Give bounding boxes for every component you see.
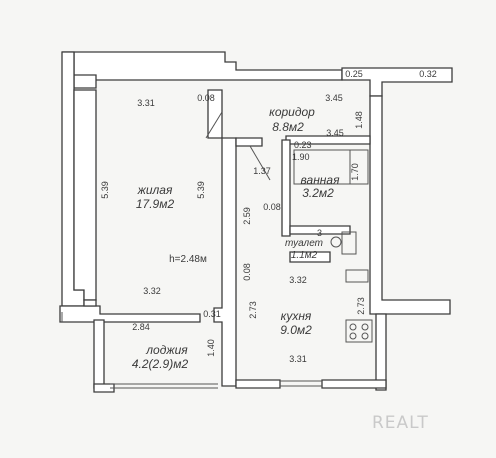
wall-corner-bl <box>83 299 97 307</box>
dim-loggia-w: 2.84 <box>132 322 150 332</box>
burner-icon <box>361 323 369 331</box>
living-room-name: жилая <box>137 183 173 197</box>
sink-icon <box>345 269 369 283</box>
fixtures <box>205 111 373 343</box>
toilet-bowl-icon <box>330 236 342 248</box>
kitchen-area: 9.0м2 <box>280 323 312 337</box>
wall-bath-bottom <box>289 225 351 235</box>
dim-bath-b: 1.90 <box>292 152 310 162</box>
dim-corr-seg: 1.37 <box>253 166 271 176</box>
bathtub-icon <box>293 149 369 185</box>
dim-kitchen-left: 2.73 <box>248 301 258 319</box>
kitchen-name: кухня <box>281 309 312 323</box>
dim-corridor-w2: 3.45 <box>326 128 344 138</box>
bath-area: 3.2м2 <box>302 186 334 200</box>
wall-loggia-bl <box>93 383 115 393</box>
dim-top-right-a: 0.25 <box>345 69 363 79</box>
corridor-area: 8.8м2 <box>272 120 304 134</box>
burner-icon <box>349 332 357 340</box>
burner-icon <box>349 323 357 331</box>
dim-kitchen-gap: 0.08 <box>242 263 252 281</box>
dim-kitchen-corr: 2.59 <box>242 207 252 225</box>
dim-corridor-h: 1.48 <box>354 111 364 129</box>
wall-divider <box>213 137 237 387</box>
windows <box>61 312 322 389</box>
dim-living-right: 5.39 <box>196 181 206 199</box>
dim-door-gap: 0.08 <box>197 93 215 103</box>
ceiling-height: h=2.48м <box>169 254 207 265</box>
dim-top-living: 3.31 <box>137 98 155 108</box>
dim-corridor-w: 3.45 <box>325 93 343 103</box>
dim-kitchen-bottom: 3.31 <box>289 354 307 364</box>
toilet-icon <box>341 231 357 255</box>
loggia-name: лоджия <box>145 343 188 357</box>
dim-living-left: 5.39 <box>100 181 110 199</box>
living-room-area: 17.9м2 <box>136 197 175 211</box>
stove-icon <box>345 319 373 343</box>
dim-loggia-h: 1.40 <box>206 339 216 357</box>
dim-top-right-b: 0.32 <box>419 69 437 79</box>
wall-bath-left <box>281 139 291 237</box>
dim-kitchen-top: 3.32 <box>289 275 307 285</box>
dim-bath-h: 1.70 <box>350 163 360 181</box>
wall-right-lower <box>375 313 387 391</box>
wall-top <box>62 51 343 81</box>
wall-kitchen-corner <box>235 137 263 147</box>
burner-icon <box>361 332 369 340</box>
door-swing-living <box>205 111 223 139</box>
loggia-area: 4.2(2.9)м2 <box>132 357 189 371</box>
bath-name: ванная <box>301 173 341 187</box>
dim-kitchen-right: 2.73 <box>356 297 366 315</box>
dimension-labels: 3.31 0.08 0.25 0.32 3.45 3.45 1.48 0.23 … <box>100 69 437 364</box>
wall-loggia-left <box>93 319 105 389</box>
walls <box>59 51 453 393</box>
toilet-area: 1.1м2 <box>291 250 318 261</box>
toilet-number: 3 <box>317 228 322 238</box>
dim-bath-a: 0.23 <box>294 140 312 150</box>
toilet-name: туалет <box>285 238 323 249</box>
dim-living-bottom: 3.32 <box>143 286 161 296</box>
dim-balcony-gap: 0.31 <box>203 309 221 319</box>
wall-toilet-bottom <box>289 251 331 263</box>
wall-left-inner <box>73 89 97 301</box>
wall-kitchen-bottom-l <box>235 379 281 389</box>
door-swing-kitchen <box>249 145 271 181</box>
dim-bath-gap: 0.08 <box>263 202 281 212</box>
room-labels: жилая 17.9м2 коридор 8.8м2 ванная 3.2м2 … <box>132 105 340 371</box>
wall-kitchen-bottom-r <box>321 379 387 389</box>
wall-living-bottom <box>59 305 201 323</box>
watermark-realt: REALT <box>372 413 429 433</box>
wall-right <box>369 95 451 315</box>
wall-corner-tl <box>73 74 97 89</box>
corridor-name: коридор <box>269 105 315 119</box>
